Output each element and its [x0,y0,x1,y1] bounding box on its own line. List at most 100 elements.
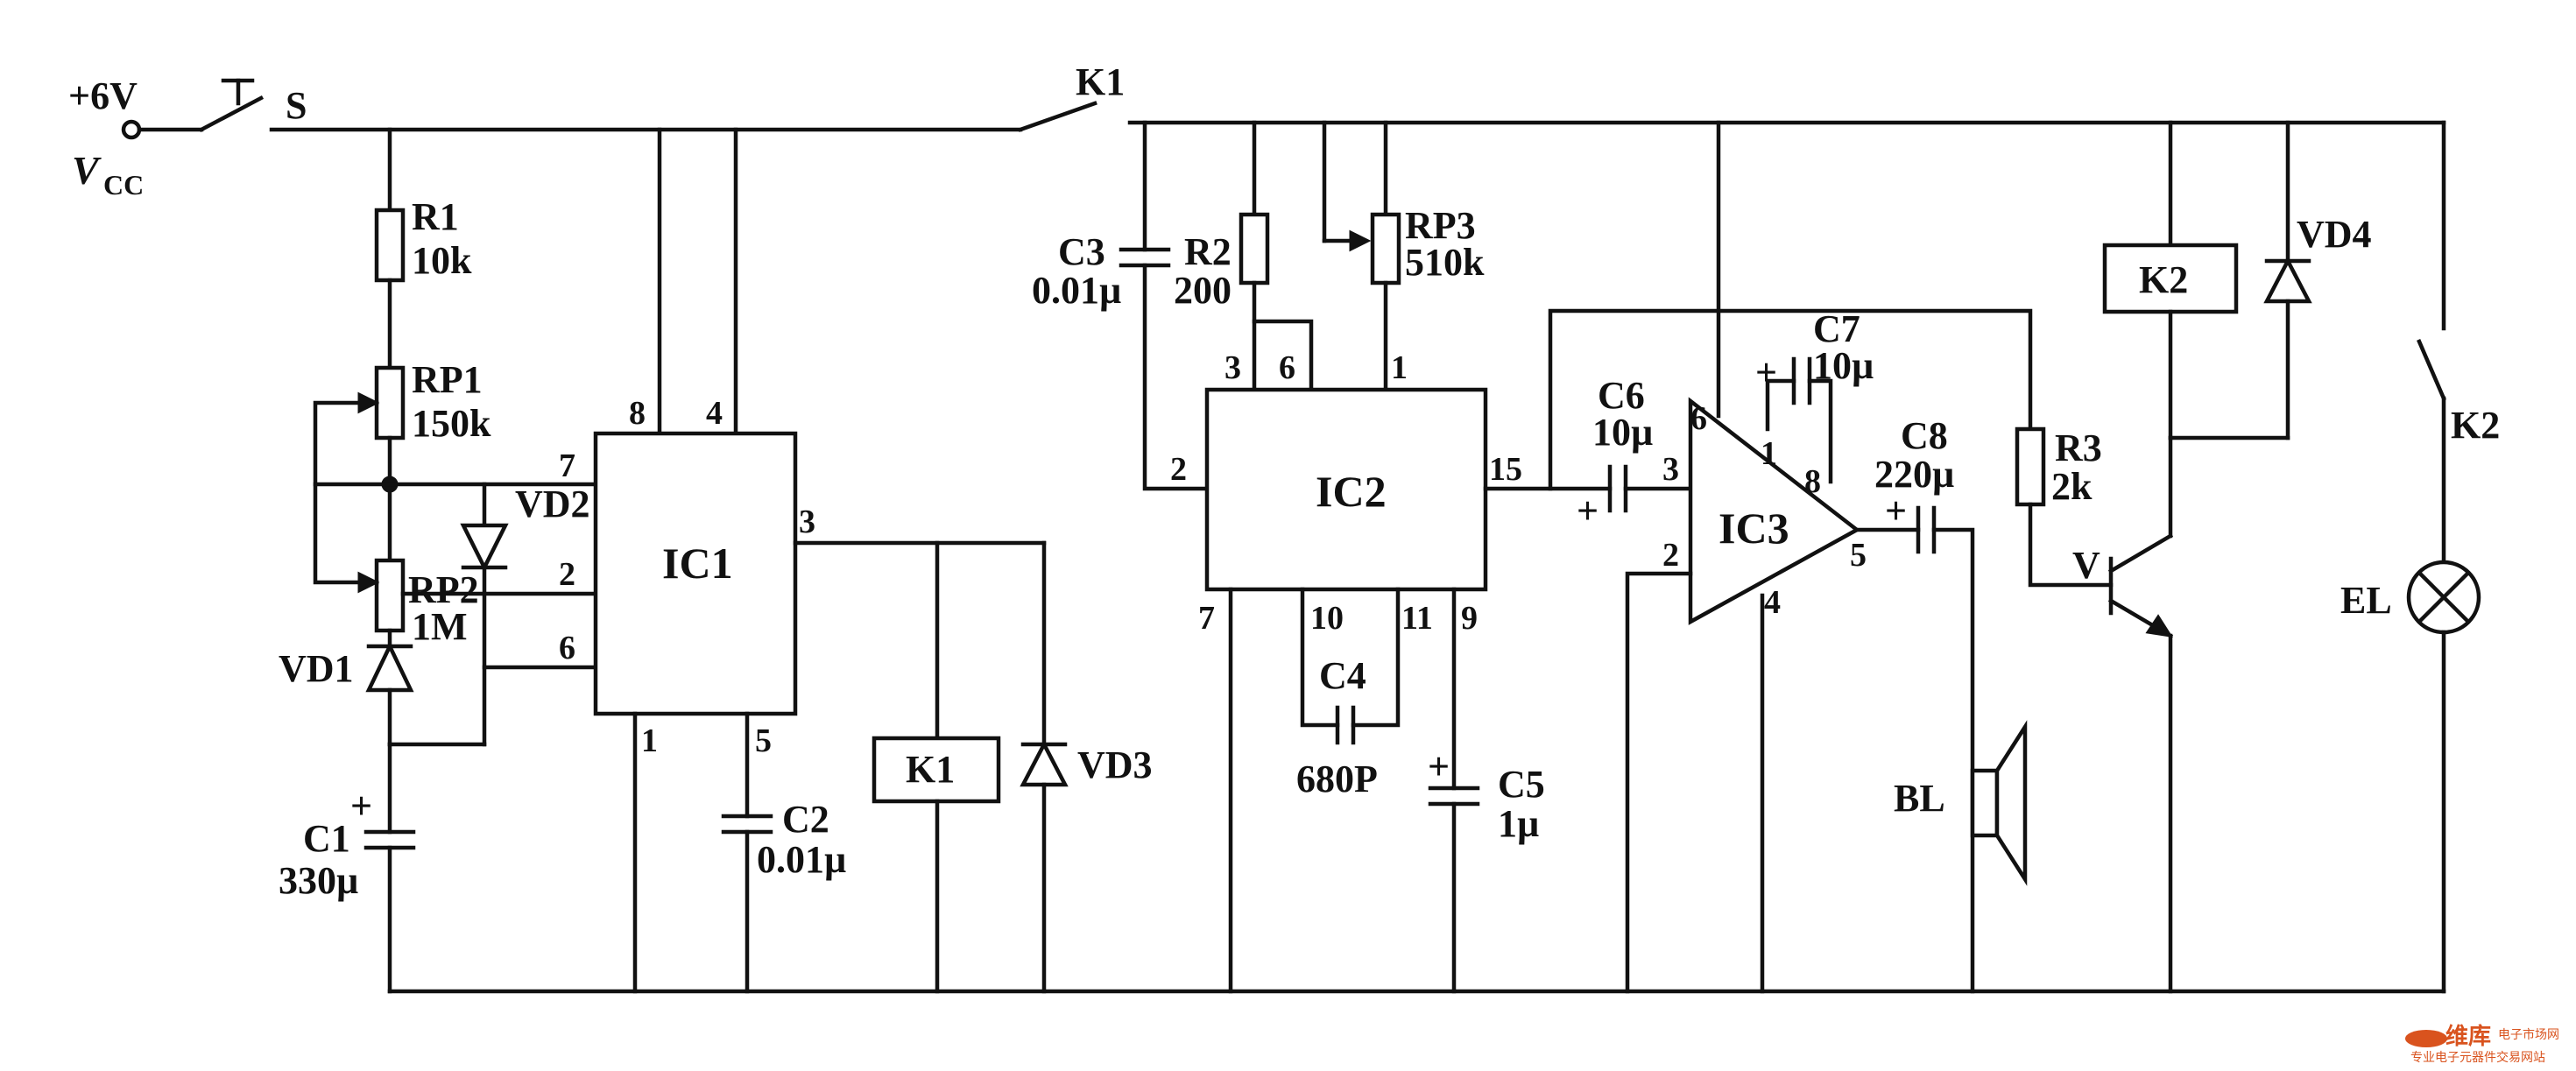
diode-vd4 [2263,257,2312,304]
c4-label: C4 [1319,654,1366,697]
relay-k1-label: K1 [906,748,955,791]
ic3-pin-8: 8 [1804,463,1821,500]
ic3-amplifier [1688,397,1861,625]
potentiometer-rp1 [374,365,406,440]
switch-k1-label: K1 [1076,60,1125,103]
ic2-pin-3: 3 [1224,349,1241,386]
transistor-label: V [2072,544,2100,587]
switch-s [198,95,265,133]
watermark-side: 电子市场网 [2498,1027,2559,1042]
output-stage [2102,120,2481,994]
ic1-pin-1: 1 [641,722,658,759]
vd4-label: VD4 [2297,213,2372,256]
rp1-label: RP1 [412,358,483,401]
ic1-pin-2: 2 [559,556,575,593]
switch-k2-label: K2 [2451,404,2500,447]
c7-plus: + [1755,351,1777,394]
r1-value: 10k [412,239,472,282]
ic1-chip [593,431,798,716]
watermark-sub: 专业电子元器件交易网站 [2410,1050,2545,1065]
rp1-value: 150k [412,402,491,445]
ic1-title: IC1 [662,539,733,588]
c6-plus: + [1577,490,1599,532]
diode-vd2 [460,523,509,573]
vcc-terminal [121,119,142,140]
c8-plus: + [1885,490,1907,532]
rp3-value: 510k [1405,241,1485,284]
watermark-main: 维库 [2445,1023,2491,1050]
c7-label: C7 [1813,307,1860,350]
ic3-pin-3: 3 [1662,451,1679,488]
r2-label: R2 [1184,230,1232,273]
relay-k2-coil [2102,243,2239,314]
c8-value: 220µ [1874,453,1954,496]
rp3-label: RP3 [1405,204,1476,247]
r3-value: 2k [2051,465,2093,508]
vd1-label: VD1 [279,647,354,690]
rp2-value: 1M [412,605,468,648]
c2-value: 0.01µ [757,838,846,881]
speaker-label: BL [1894,777,1945,820]
ic2-pin-10: 10 [1310,600,1344,637]
ic2-section [1119,120,1613,994]
supply-voltage-label: +6V [68,74,138,117]
ic1-pin-3: 3 [799,504,815,540]
potentiometer-rp3 [1370,212,1401,285]
c5-label: C5 [1498,763,1545,806]
switch-s-label: S [286,84,307,127]
ic3-pin-6: 6 [1690,400,1707,437]
potentiometer-rp2 [374,558,406,633]
c1-value: 330µ [279,859,358,902]
labels: +6V V CC S K1 R1 10k RP1 150k VD2 RP2 1M… [68,60,2500,902]
resistor-r2 [1239,212,1270,285]
watermark-logo: 维库 电子市场网 专业电子元器件交易网站 [2405,1023,2559,1065]
resistor-r3 [2015,426,2046,507]
ic2-pin-9: 9 [1461,600,1478,637]
vcc-label: V [72,148,102,193]
ic1-section [313,127,1069,994]
vd3-label: VD3 [1077,743,1153,786]
ic2-pin-1: 1 [1391,349,1408,386]
ic3-pin-1: 1 [1761,435,1777,472]
ic3-section [1548,120,2114,994]
ic1-pin-4: 4 [706,395,723,432]
ic1-pin-6: 6 [559,630,575,666]
ic3-pin-5: 5 [1850,537,1867,574]
switch-k2 [2417,339,2446,401]
lamp-label: EL [2340,579,2392,622]
c7-value: 10µ [1813,344,1874,387]
c4-value: 680P [1296,757,1378,800]
c6-label: C6 [1598,374,1645,417]
vd2-label: VD2 [515,483,590,525]
resistor-r1 [374,208,406,283]
ic3-pin-2: 2 [1662,537,1679,574]
c8-label: C8 [1901,414,1948,457]
ic2-pin-7: 7 [1198,600,1215,637]
ic1-pin-7: 7 [559,447,575,484]
c5-value: 1µ [1498,802,1539,845]
c3-label: C3 [1058,230,1105,273]
ic3-title: IC3 [1719,504,1789,553]
rp2-label: RP2 [408,568,479,611]
ic2-pin-6: 6 [1279,349,1295,386]
diode-vd3 [1020,740,1069,787]
c5-plus: + [1428,745,1450,788]
supply-rail [121,78,2446,140]
c1-label: C1 [303,817,350,860]
speaker-bl [1970,768,2000,838]
c1-plus: + [350,785,372,828]
r1-label: R1 [412,195,459,238]
vcc-subscript: CC [103,169,144,201]
ic1-pin-8: 8 [629,395,646,432]
ic3-pin-4: 4 [1764,584,1781,621]
c2-label: C2 [782,798,829,841]
c6-value: 10µ [1592,411,1653,454]
ic2-pin-11: 11 [1401,600,1433,637]
ic2-pin-15: 15 [1489,451,1522,488]
relay-k2-label: K2 [2139,258,2188,301]
diode-vd1 [365,641,414,693]
ic2-pin-2: 2 [1170,451,1187,488]
switch-k1 [1018,101,1097,132]
ic2-title: IC2 [1316,467,1387,516]
